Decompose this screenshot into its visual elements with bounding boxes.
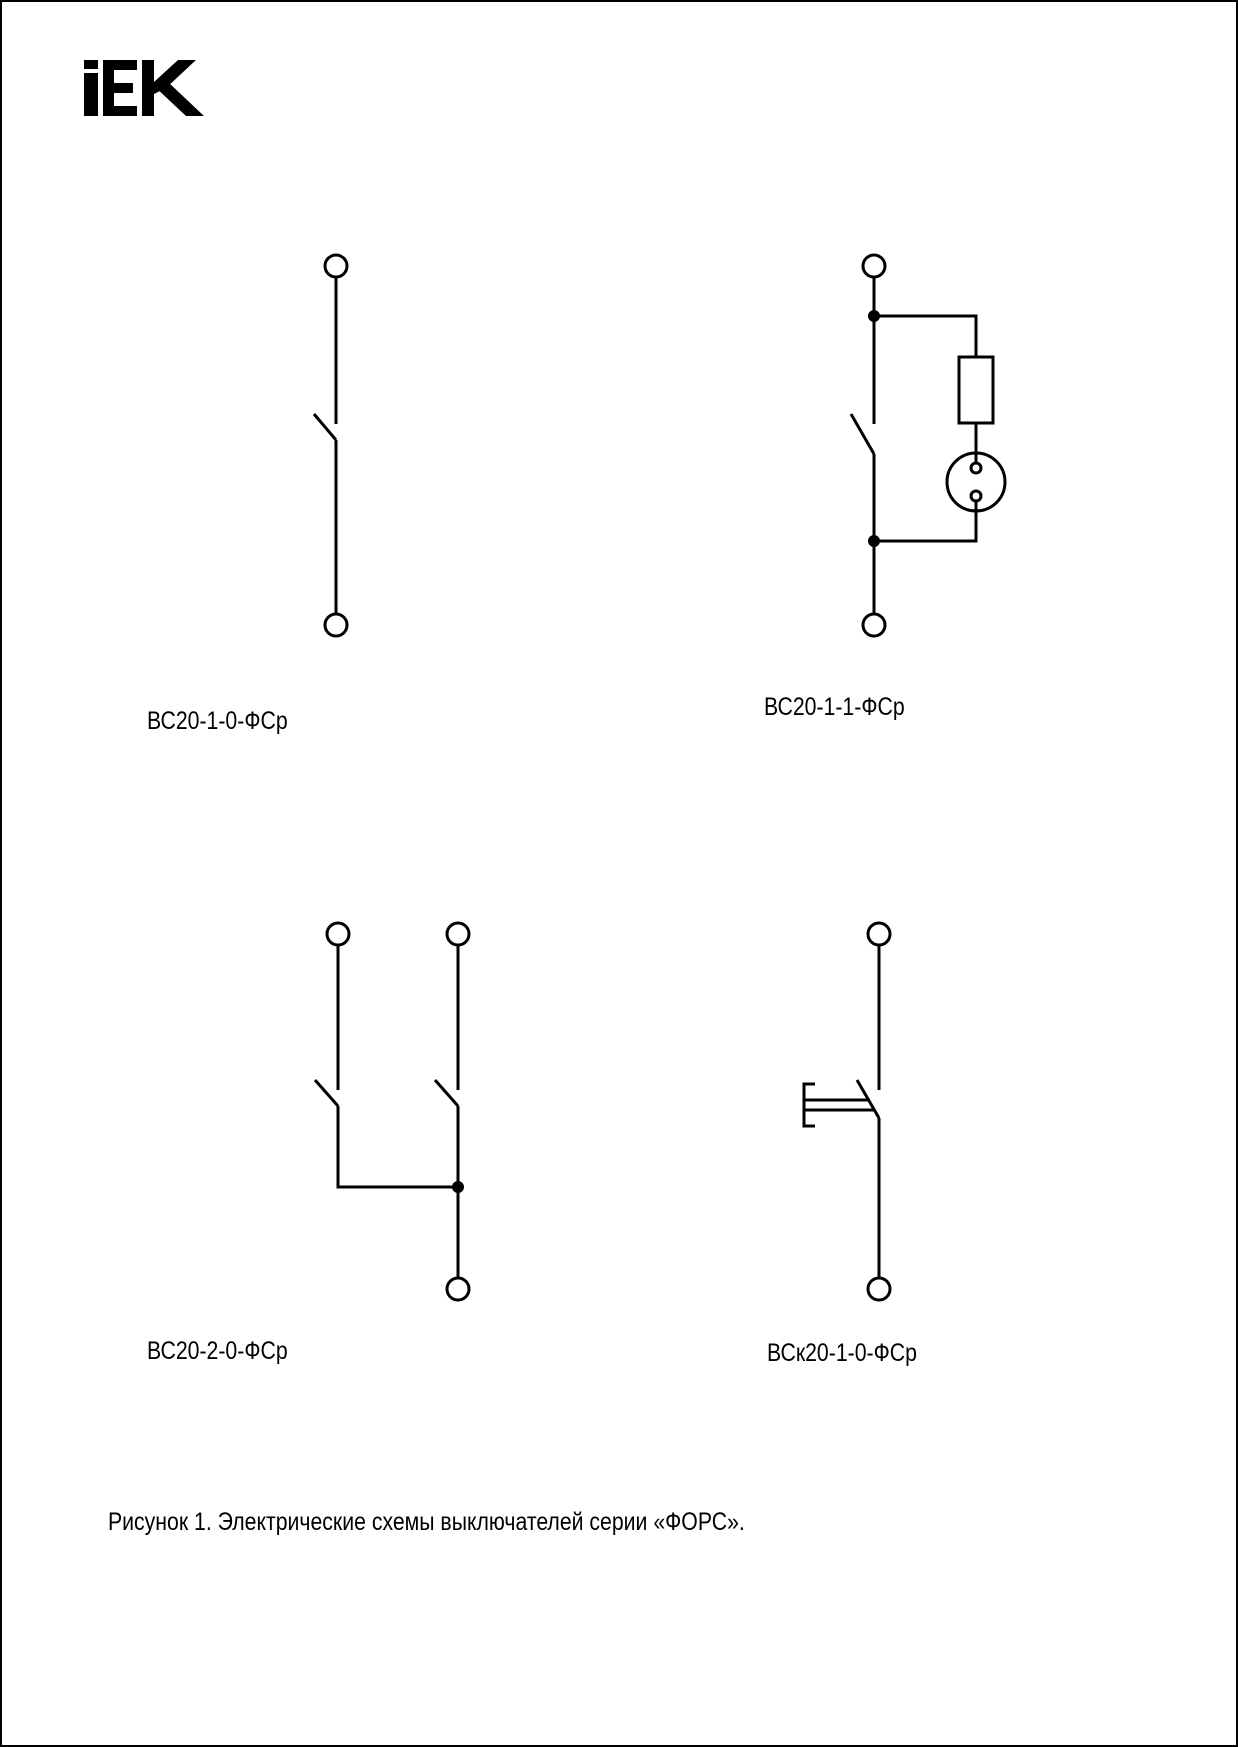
lamp-contact [969,461,983,475]
schematic-vs20-2-0 [313,921,471,1302]
schematic-label-vs20-2-0: ВС20-2-0-ФСр [147,1337,288,1365]
switch-contact [849,413,876,455]
terminal-top [866,921,892,947]
terminal-bottom [866,1276,892,1302]
terminal-bottom [861,612,887,638]
figure-caption: Рисунок 1. Электрические схемы выключате… [108,1508,745,1536]
switch-contact [312,413,338,441]
terminal-bottom [323,612,349,638]
terminal-top-left [325,921,351,947]
resistor [957,355,995,425]
wire [874,314,978,357]
terminal-top-right [445,921,471,947]
switch-contact [313,1079,340,1107]
iek-logo [84,60,204,116]
junction-dot [452,1181,464,1193]
schematic-vs20-1-1 [849,253,1007,638]
schematic-vsk20-1-0 [802,921,892,1302]
terminal-bottom [445,1276,471,1302]
terminal-top [323,253,349,279]
schematic-label-vs20-1-1: ВС20-1-1-ФСр [764,693,905,721]
terminal-top [861,253,887,279]
wire [336,1106,458,1189]
wire [874,501,978,543]
button-actuator [802,1082,815,1128]
lamp-contact [969,489,983,503]
switch-contact [433,1079,460,1107]
schematic-label-vs20-1-0: ВС20-1-0-ФСр [147,707,288,735]
schematic-vs20-1-0 [312,253,349,638]
schematic-label-vsk20-1-0: ВСк20-1-0-ФСр [767,1339,917,1367]
